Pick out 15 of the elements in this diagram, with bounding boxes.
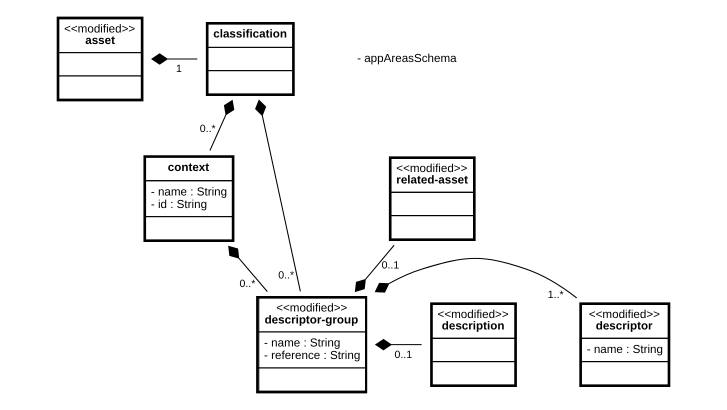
connector [209, 100, 234, 151]
edge-label: 0..* [239, 278, 256, 290]
connector [228, 246, 268, 292]
edge-label: 0..1 [394, 348, 412, 361]
edge-label: 0..* [278, 269, 294, 282]
connector [151, 53, 198, 65]
label: - appAreasSchema [357, 52, 457, 65]
edge-label: 1..* [548, 288, 564, 301]
connector [374, 338, 422, 350]
connector [374, 258, 578, 298]
edge-label: 0..* [200, 123, 216, 136]
edge-label: 1 [176, 63, 182, 76]
connector [354, 244, 395, 292]
connector [255, 99, 301, 292]
edge-label: 0..1 [382, 260, 400, 272]
